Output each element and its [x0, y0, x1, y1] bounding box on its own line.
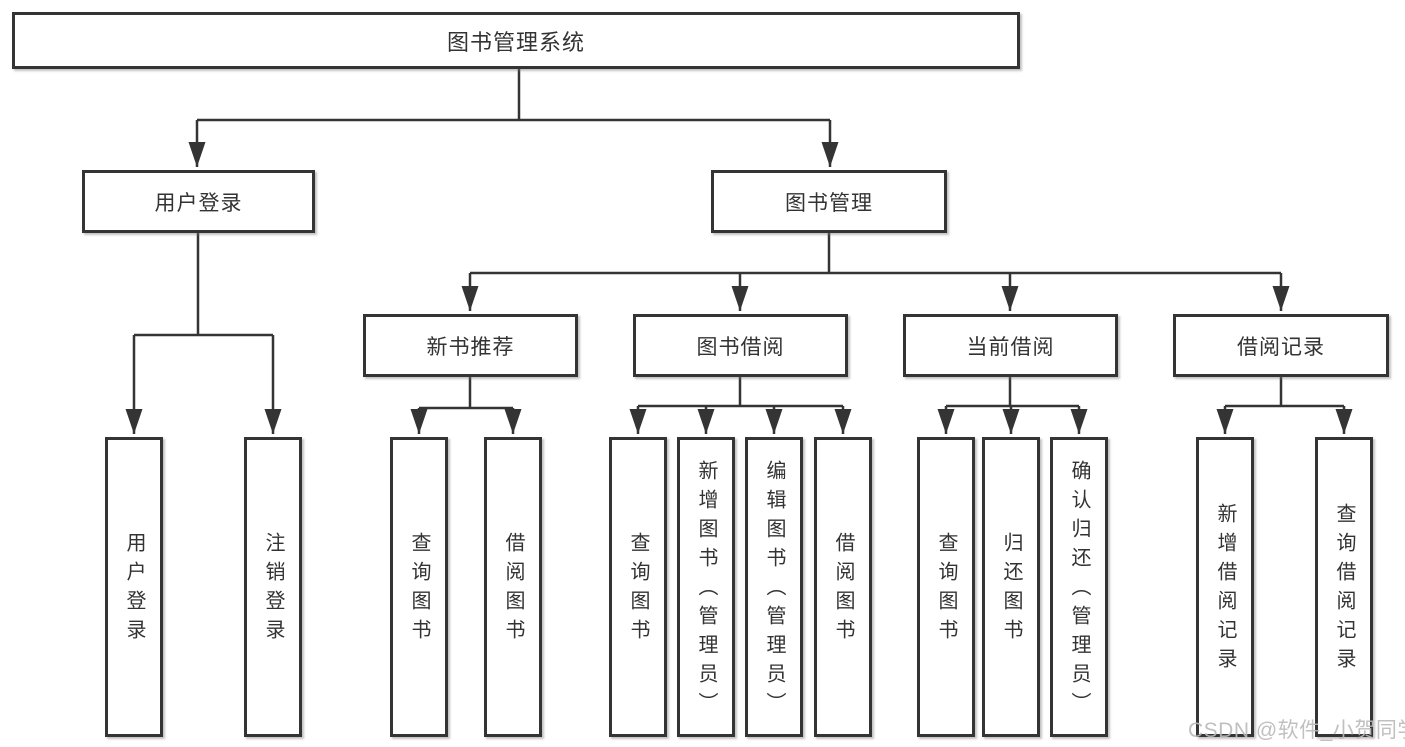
- node-current-borrowing: 当前借阅: [903, 314, 1118, 377]
- leaf-query-books-current: 查询图书: [917, 437, 975, 737]
- node-book-management: 图书管理: [711, 170, 947, 233]
- node-new-book-recommendation: 新书推荐: [363, 314, 578, 377]
- leaf-user-login: 用户登录: [105, 437, 163, 737]
- node-library-management-system: 图书管理系统: [12, 12, 1020, 69]
- leaf-query-books-recommend: 查询图书: [390, 437, 448, 737]
- leaf-borrow-books-recommend: 借阅图书: [484, 437, 542, 737]
- leaf-edit-books-admin: 编辑图书（管理员）: [745, 437, 803, 737]
- leaf-borrow-books: 借阅图书: [814, 437, 872, 737]
- node-book-borrowing: 图书借阅: [633, 314, 848, 377]
- leaf-confirm-return-admin: 确认归还（管理员）: [1050, 437, 1108, 737]
- watermark: CSDN @软件_小贺同学: [1188, 719, 1405, 742]
- leaf-add-books-admin: 新增图书（管理员）: [677, 437, 735, 737]
- leaf-return-books: 归还图书: [982, 437, 1040, 737]
- node-borrowing-records: 借阅记录: [1173, 314, 1389, 377]
- node-user-login: 用户登录: [82, 170, 315, 233]
- leaf-query-borrow-record: 查询借阅记录: [1315, 437, 1373, 737]
- leaf-add-borrow-record: 新增借阅记录: [1196, 437, 1254, 737]
- leaf-logout: 注销登录: [244, 437, 302, 737]
- leaf-query-books-borrow: 查询图书: [609, 437, 667, 737]
